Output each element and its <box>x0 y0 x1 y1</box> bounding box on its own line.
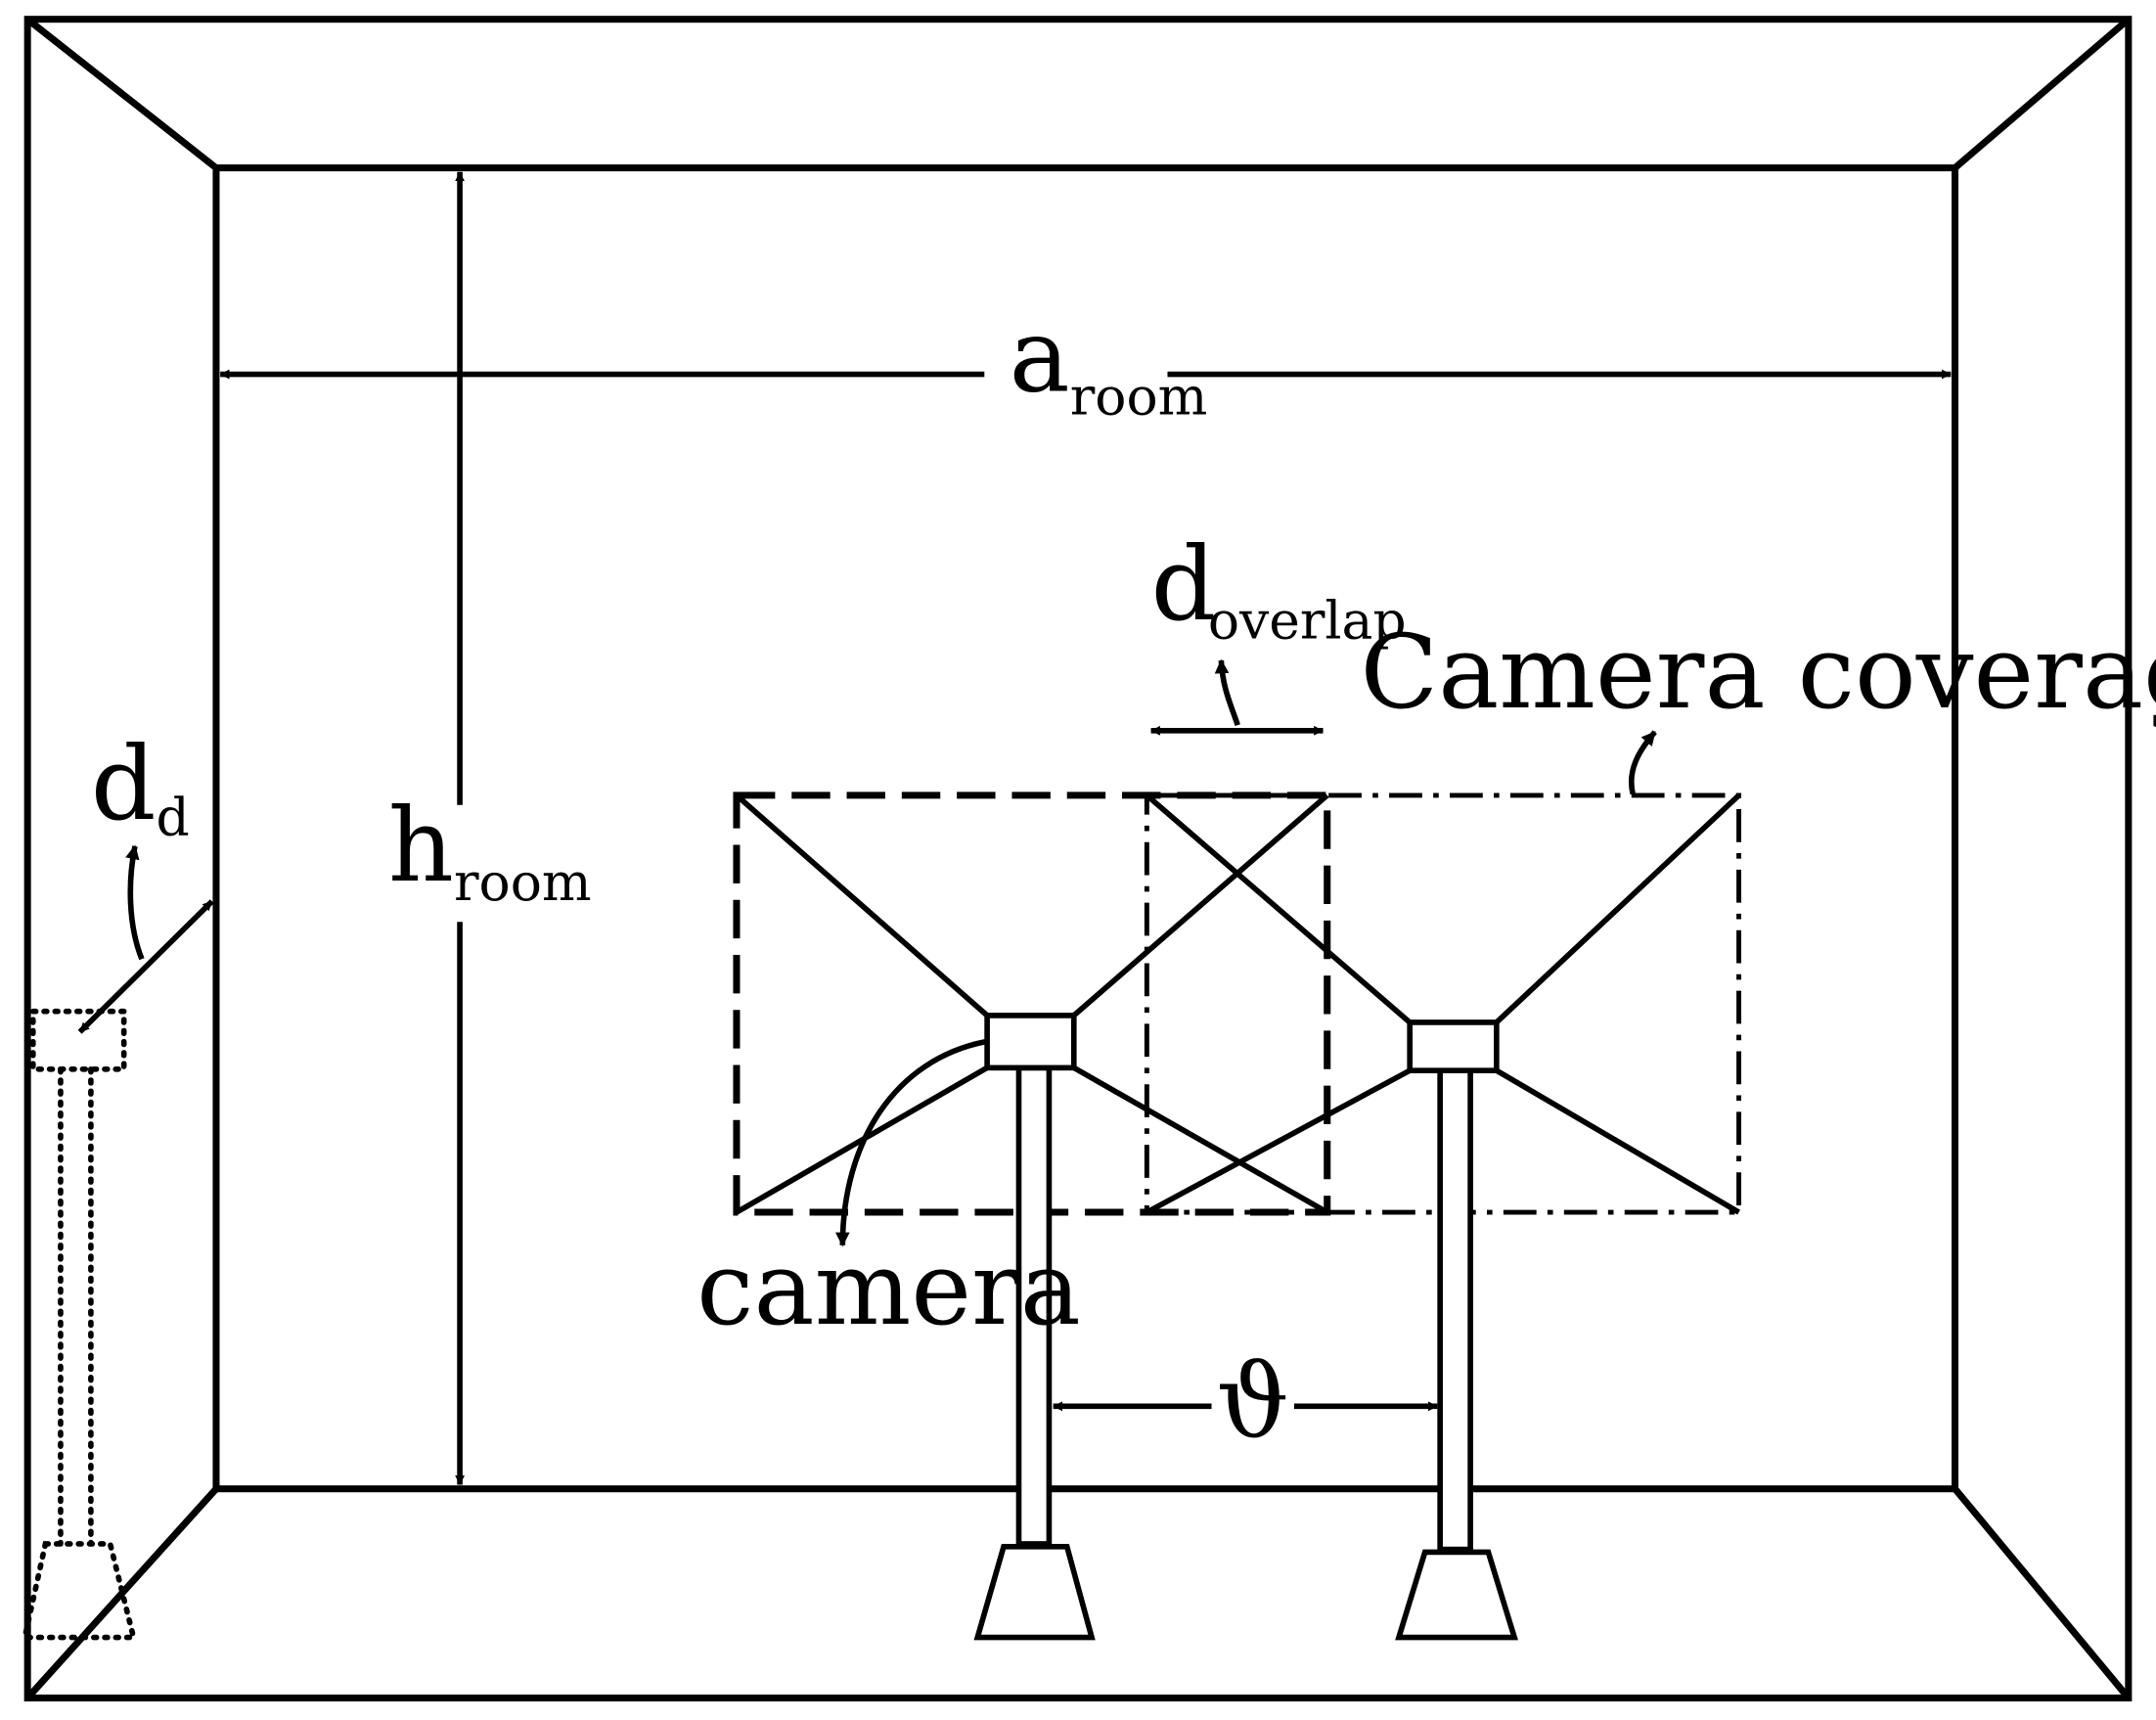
camera-coverage-label: Camera coverage <box>1361 612 2156 732</box>
side-base <box>21 1541 138 1641</box>
camera-1-stand <box>973 1013 1096 1641</box>
d-d-label: dd <box>91 724 190 848</box>
camera-2-view-line <box>1495 1067 1740 1215</box>
camera-spacing-dimension: ϑ <box>1053 1341 1438 1461</box>
corner-edge-top-left <box>24 16 219 171</box>
spacing-label: ϑ <box>1217 1341 1289 1461</box>
camera-pointer <box>835 1038 987 1247</box>
d-overlap-pointer <box>1214 658 1240 727</box>
a-room-dimension: aroom <box>219 295 1952 427</box>
camera-coverage-pointer <box>1628 730 1657 795</box>
d-d-dimension: dd <box>77 724 214 1034</box>
d-d-pointer <box>125 844 145 961</box>
corner-edge-bottom-left <box>24 1486 219 1700</box>
corner-edge-top-right <box>1953 17 2132 171</box>
d-d-arrow <box>77 899 214 1034</box>
camera-1-head <box>984 1013 1077 1071</box>
side-camera-stand <box>21 1008 138 1641</box>
camera-2-pole <box>1437 1067 1473 1553</box>
d-overlap-dimension: doverlap <box>1150 524 1407 736</box>
camera-1-view-line <box>1071 792 1329 1018</box>
camera-2-stand <box>1395 1019 1518 1641</box>
camera-2-view-line <box>1494 792 1741 1025</box>
corner-edge-bottom-right <box>1952 1486 2132 1700</box>
camera-label: camera <box>696 1229 1081 1348</box>
camera-2-view-line <box>1145 1067 1412 1215</box>
camera-2-head <box>1407 1019 1500 1073</box>
d-overlap-label: doverlap <box>1151 524 1407 652</box>
camera-2-view-line <box>1145 792 1413 1025</box>
h-room-label: hroom <box>388 786 592 913</box>
room-back-wall <box>212 164 1959 1493</box>
camera-1-base <box>973 1543 1096 1641</box>
room-outer-wall <box>23 16 2133 1702</box>
camera-1-view-line <box>735 792 989 1018</box>
camera-coverage-callout: Camera coverage <box>1361 612 2156 795</box>
h-room-dimension: hroom <box>388 171 592 1485</box>
a-room-label: aroom <box>1010 295 1208 427</box>
camera-1-view-line <box>1072 1064 1329 1215</box>
camera-callout: camera <box>696 1038 1081 1348</box>
side-camera-head <box>29 1008 127 1072</box>
room-frame <box>23 16 2133 1702</box>
camera-2-base <box>1395 1549 1518 1641</box>
